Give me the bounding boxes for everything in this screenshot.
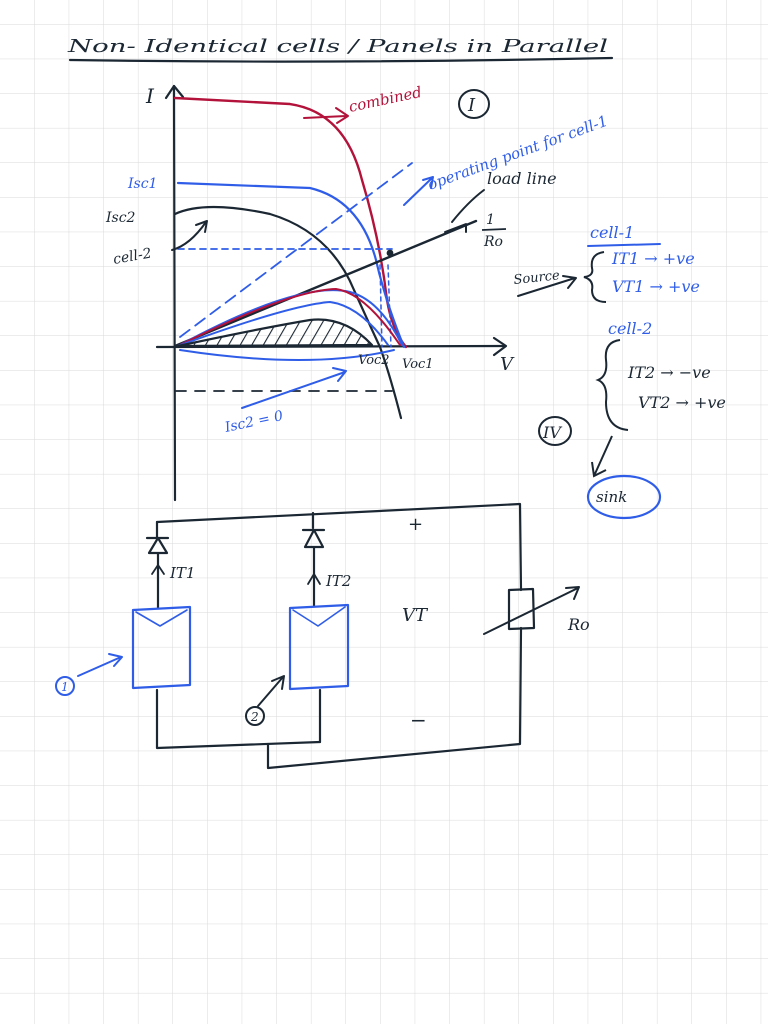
title-underline <box>68 56 614 63</box>
load-line-label: load line <box>487 169 557 188</box>
it2-arrow <box>307 573 321 585</box>
i-axis-arrowhead <box>164 84 185 100</box>
cell1-note-arrow <box>517 275 577 297</box>
isc2-label: Isc2 <box>105 210 136 226</box>
i-axis <box>172 84 177 502</box>
cell2-curve <box>173 205 403 420</box>
cell1-brace <box>583 251 607 303</box>
sink-callout: sink <box>586 474 662 520</box>
slope-denominator: Ro <box>483 234 503 250</box>
top-bus-wire <box>155 502 523 592</box>
v-axis-arrowhead <box>492 336 508 357</box>
vt2-note: VT2 → +ve <box>638 393 726 412</box>
it2-circuit-label: IT2 <box>325 572 351 590</box>
cell1-heading: cell-1 <box>590 223 634 242</box>
cell1-tag: 1 <box>55 676 75 696</box>
circuit <box>77 502 580 770</box>
cell1-pointer-arrow <box>77 653 123 677</box>
quadrant-4-label: IV <box>542 423 562 442</box>
load-resistor <box>483 586 580 635</box>
cell2-pointer-arrow <box>257 675 285 707</box>
it1-circuit-label: IT1 <box>169 564 195 582</box>
cell2-tag-text: 2 <box>250 710 259 724</box>
negative-power-curve <box>179 349 395 361</box>
ro-label: Ro <box>567 615 590 634</box>
cell2-heading: cell-2 <box>608 319 652 338</box>
power-curve-inner-blue <box>177 301 389 347</box>
minus-terminal: − <box>410 708 427 732</box>
sink-arrow <box>591 435 613 478</box>
sink-label: sink <box>596 488 627 506</box>
operating-point-dot <box>386 249 394 257</box>
cell2-tag: 2 <box>245 706 265 726</box>
solar-cell-1 <box>131 605 192 690</box>
slope-fraction: 1 Ro <box>481 212 507 250</box>
voc-dashed-lines <box>379 264 392 348</box>
vt1-note: VT1 → +ve <box>612 277 700 296</box>
cell2-label: cell-2 <box>112 245 153 267</box>
i-axis-label: I <box>145 84 155 108</box>
v-axis-label: V <box>500 354 515 375</box>
vt-label: VT <box>402 605 429 626</box>
it2-note: IT2 → −ve <box>627 363 711 382</box>
cell2-label-arrow <box>171 220 208 251</box>
plus-terminal: + <box>408 514 423 535</box>
operating-point-arrow <box>403 176 434 206</box>
solar-cell-2 <box>288 603 350 691</box>
quadrant-4-marker: IV <box>538 416 572 446</box>
cell1-tag-text: 1 <box>61 680 69 694</box>
voc1-label: Voc1 <box>402 357 434 372</box>
power-curve-red <box>177 288 401 347</box>
isc2-zero-arrow <box>241 367 347 409</box>
load-line <box>173 219 478 348</box>
it1-note: IT1 → +ve <box>611 249 695 268</box>
branch1-wire-bottom <box>155 688 322 750</box>
page-title: Non- Identical cells / Panels in Paralle… <box>66 36 608 57</box>
slope-numerator: 1 <box>486 212 495 228</box>
voc2-label: Voc2 <box>358 353 390 368</box>
iv-graph <box>155 84 577 502</box>
load-line-arrow <box>451 189 485 223</box>
quadrant-1-label: I <box>467 95 476 116</box>
source-label: Source <box>513 268 561 288</box>
bottom-return-wire <box>266 626 523 770</box>
it1-arrow <box>151 564 165 575</box>
cell1-heading-underline <box>587 243 661 247</box>
cell1-curve <box>176 181 406 349</box>
combined-arrow <box>303 107 349 124</box>
cell2-brace <box>595 339 629 431</box>
quadrant-1-marker: I <box>458 89 490 119</box>
operating-dashed-line <box>179 162 413 338</box>
cell2-power-hatched <box>176 318 374 348</box>
combined-curve <box>173 96 408 349</box>
isc1-label: Isc1 <box>127 176 157 192</box>
slope-marker <box>444 223 467 233</box>
